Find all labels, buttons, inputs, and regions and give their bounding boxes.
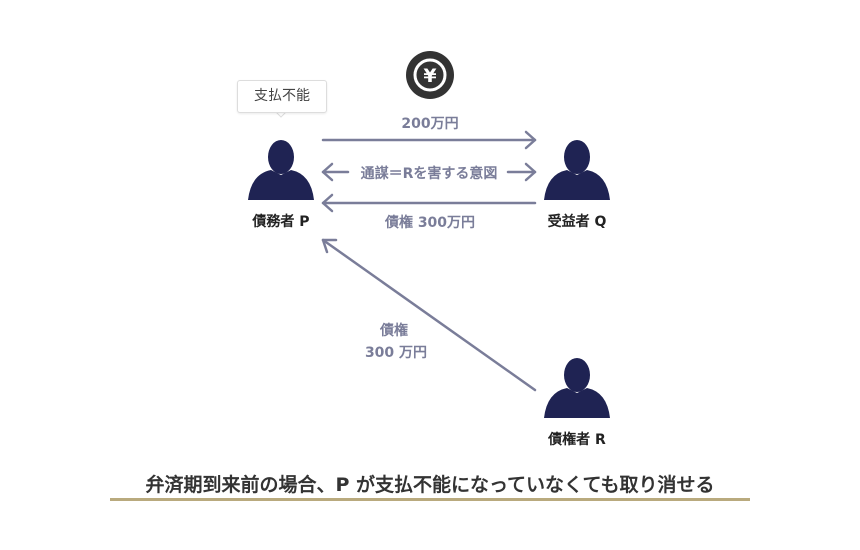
label-beneficiary-q: 受益者 Q (547, 214, 607, 230)
label-collusion: 通謀＝Rを害する意図 (360, 166, 498, 182)
person-icon-p (248, 140, 314, 200)
label-r-claim-2: 300 万円 (364, 345, 428, 361)
label-q-claim: 債権 300万円 (384, 215, 476, 231)
label-creditor-r: 債権者 R (548, 432, 606, 448)
label-r-claim-1: 債権 (380, 323, 408, 339)
person-icon-r (544, 358, 610, 418)
arrow-collusion-left (321, 162, 350, 182)
caption-underline (110, 498, 750, 501)
label-debtor-p: 債務者 P (252, 214, 310, 230)
arrow-payment (321, 130, 537, 150)
insolvency-bubble: 支払不能 (237, 80, 327, 113)
person-icon-q (544, 140, 610, 200)
label-payment: 200万円 (401, 116, 459, 132)
arrow-collusion-right (506, 162, 537, 182)
yen-coin-icon: ¥ (406, 51, 454, 99)
caption: 弁済期到来前の場合、P が支払不能になっていなくても取り消せる (145, 474, 715, 496)
arrow-q-claim (321, 193, 537, 213)
svg-text:¥: ¥ (423, 65, 436, 87)
arrow-r-claim (321, 238, 537, 392)
